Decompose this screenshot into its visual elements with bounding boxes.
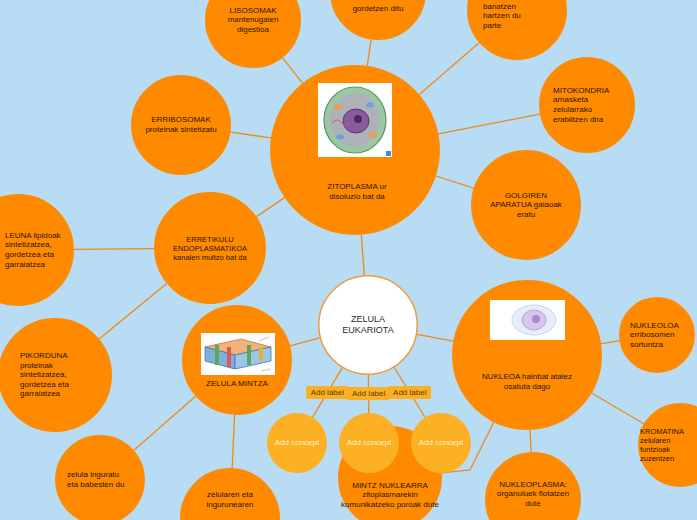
main-concept-circle: ZELULA MINTZA bbox=[182, 305, 292, 415]
connector-line bbox=[231, 132, 271, 138]
concept-text: LEUNA lipidoak sintetizatzea, gordetzea … bbox=[5, 231, 67, 269]
concept-circle: KROMATINA zelularen funtzioak zuzentzen bbox=[638, 403, 697, 487]
circle-outline bbox=[467, 0, 567, 60]
connector-line bbox=[361, 235, 364, 275]
connector-line bbox=[529, 430, 531, 452]
membrane-picture bbox=[201, 333, 275, 375]
connector-line bbox=[99, 284, 167, 339]
concept-text: zelula inguratu eta babesten du bbox=[67, 470, 129, 489]
concept-circle: MITOKONDRIA arnasketa zelularrako erabil… bbox=[539, 57, 635, 153]
empty-concept-circle: Add concept bbox=[411, 413, 471, 473]
connector-line bbox=[601, 341, 619, 344]
concept-circle: banatzen hartzen du parte bbox=[467, 0, 567, 60]
connector-line bbox=[417, 334, 453, 341]
main-concept-circle: ZITOPLASMA ur disoluzio bat da bbox=[270, 65, 440, 235]
concept-text: ERRETIKULU ENDOPLASMATIKOA kanalen multz… bbox=[168, 235, 252, 262]
concept-circle: GOLGIREN APARATUA gaiaoak eratu bbox=[471, 150, 581, 260]
concept-circle: NUKLEOPLASMA: organuluek flotatzen dute bbox=[485, 452, 581, 520]
edge-label: Add label bbox=[347, 387, 390, 400]
concept-text: Add concept bbox=[271, 438, 323, 448]
connector-line bbox=[436, 176, 474, 188]
concept-text: Add concept bbox=[343, 438, 395, 448]
concept-text: GOLGIREN APARATUA gaiaoak eratu bbox=[490, 191, 562, 220]
concept-circle: LEUNA lipidoak sintetizatzea, gordetzea … bbox=[0, 194, 74, 306]
main-concept-circle: NUKLEOA hainbat atalez osatuta dago bbox=[452, 280, 602, 430]
connector-line bbox=[438, 114, 540, 134]
connector-line bbox=[290, 338, 320, 346]
concept-text: NUKLEOLOA erribosomen sortuntza bbox=[630, 321, 688, 350]
connector-line bbox=[134, 396, 196, 450]
connector-line bbox=[256, 198, 284, 217]
concept-circle: ERRETIKULU ENDOPLASMATIKOA kanalen multz… bbox=[154, 192, 266, 304]
concept-circle: zelula inguratu eta babesten du bbox=[55, 435, 145, 520]
empty-concept-circle: Add concept bbox=[339, 413, 399, 473]
concept-circle: LISOSOMAK mantenugaien digestioa bbox=[205, 0, 301, 68]
concept-text: ZELULA EUKARIOTA bbox=[333, 314, 403, 336]
concept-text: ZITOPLASMA ur disoluzio bat da bbox=[316, 182, 398, 201]
connector-line bbox=[232, 415, 234, 468]
concept-circle: gordetzen ditu bbox=[330, 0, 426, 40]
concept-text: zelularen eta ingurunearen bbox=[192, 490, 268, 509]
concept-text: LISOSOMAK mantenugaien digestioa bbox=[222, 6, 284, 35]
concept-text: NUKLEOA hainbat atalez osatuta dago bbox=[481, 372, 573, 391]
concept-circle: NUKLEOLOA erribosomen sortuntza bbox=[619, 297, 695, 373]
connector-line bbox=[283, 58, 303, 83]
concept-circle: ERRIBOSOMAK proteinak sintetizatu bbox=[131, 75, 231, 175]
concept-text: MINTZ NUKLEARRA zitoplasmarekin komunika… bbox=[340, 481, 440, 510]
edge-label: Add label bbox=[388, 386, 431, 399]
concept-text: gordetzen ditu bbox=[342, 4, 414, 14]
concept-text: KROMATINA zelularen funtzioak zuzentzen bbox=[640, 427, 692, 463]
cytoplasm-picture bbox=[318, 83, 392, 157]
concept-circle: PIKORDUNA proteinak sintetizatzea, gorde… bbox=[0, 318, 112, 432]
concept-circle: zelularen eta ingurunearen bbox=[180, 468, 280, 520]
concept-text: ERRIBOSOMAK proteinak sintetizatu bbox=[143, 115, 219, 134]
nucleus-picture bbox=[490, 300, 565, 340]
concept-text: Add concept bbox=[415, 438, 467, 448]
connector-line bbox=[367, 40, 371, 66]
concept-text: PIKORDUNA proteinak sintetizatzea, gorde… bbox=[20, 351, 98, 399]
edge-label: Add label bbox=[306, 386, 349, 399]
connector-line bbox=[74, 248, 154, 250]
empty-concept-circle: Add concept bbox=[267, 413, 327, 473]
concept-text: banatzen hartzen du parte bbox=[483, 2, 539, 31]
central-topic-circle: ZELULA EUKARIOTA bbox=[318, 275, 418, 375]
concept-text: ZELULA MINTZA bbox=[195, 379, 279, 389]
concept-text: MITOKONDRIA arnasketa zelularrako erabil… bbox=[553, 86, 621, 124]
connector-line bbox=[419, 43, 479, 95]
concept-text: NUKLEOPLASMA: organuluek flotatzen dute bbox=[495, 480, 571, 509]
connector-line bbox=[592, 393, 644, 424]
